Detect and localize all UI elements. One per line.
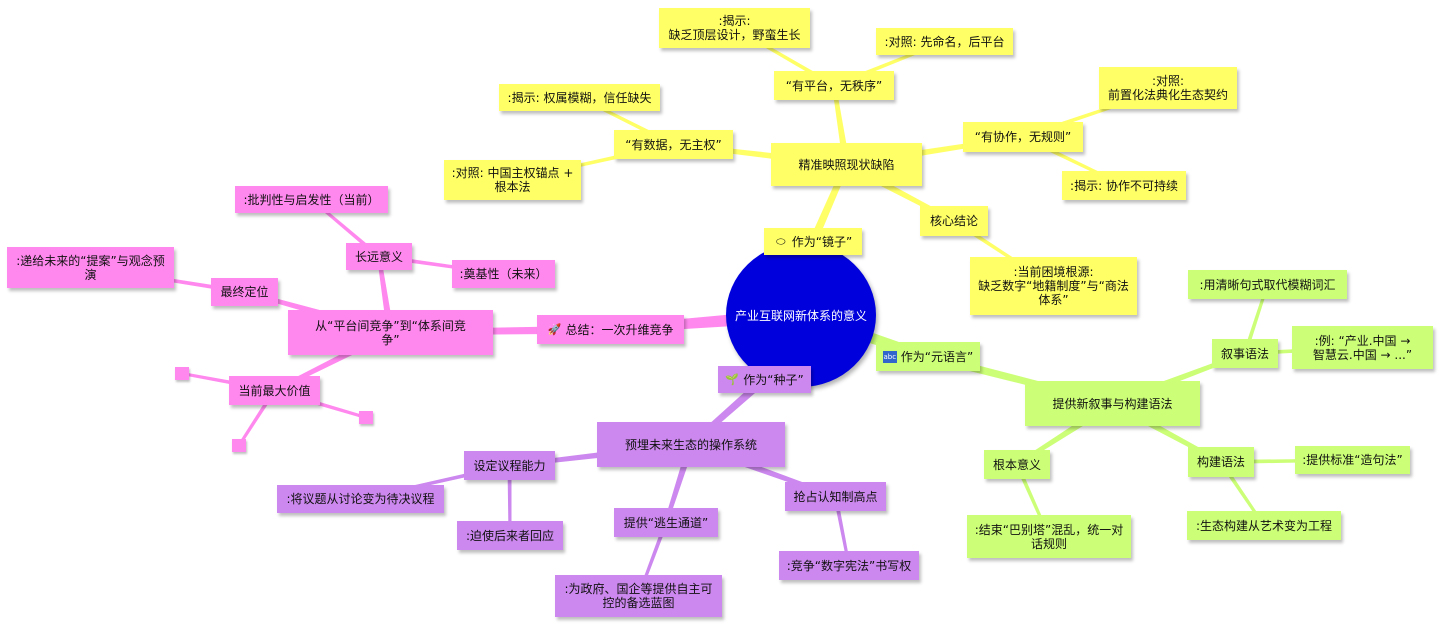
note-agenda-b[interactable]: :迫使后来者回应	[457, 521, 563, 550]
connector-construct-b	[1219, 460, 1266, 527]
empty-node-3[interactable]	[359, 411, 373, 424]
note-fundamental-a[interactable]: :结束“巴别塔”混乱，统一对 话规则	[967, 515, 1131, 558]
note-agenda-a[interactable]: :将议题从讨论变为待决议程	[277, 485, 444, 513]
note-root-cause[interactable]: :当前困境根源: 缺乏数字“地籍制度”与“商法 体系”	[970, 257, 1137, 315]
note-narrative-b[interactable]: :例: “产业.中国 → 智慧云.中国 → ...”	[1292, 326, 1433, 369]
topic-escape[interactable]: 提供“逃生通道”	[614, 508, 718, 537]
branch-seed[interactable]: 🌱作为“种子”	[718, 366, 811, 393]
rocket-icon: 🚀	[547, 322, 562, 336]
topic-agenda[interactable]: 设定议程能力	[464, 451, 555, 480]
topic-current-value[interactable]: 当前最大价值	[229, 376, 320, 405]
branch-summary[interactable]: 🚀总结：一次升维竞争	[537, 315, 684, 344]
topic-no-owner[interactable]: “有数据，无主权”	[614, 130, 733, 159]
note-escape-a[interactable]: :为政府、国企等提供自主可 控的备选蓝图	[555, 575, 722, 617]
topic-no-order[interactable]: “有平台，无秩序”	[774, 71, 894, 100]
note-high-ground-a[interactable]: :竞争“数字宪法”书写权	[779, 551, 919, 580]
branch-mirror-label: 作为“镜子”	[791, 234, 853, 249]
branch-summary-label: 总结：一次升维竞争	[565, 322, 674, 337]
note-critical[interactable]: :批判性与启发性（当前）	[235, 186, 388, 213]
note-no-rules-reveal[interactable]: :揭示: 协作不可持续	[1062, 171, 1186, 200]
note-proposal[interactable]: :递给未来的“提案”与观念预 演	[7, 247, 174, 288]
mirror-icon: ⬭	[776, 234, 786, 248]
note-no-owner-contrast[interactable]: :对照: 中国主权锚点 + 根本法	[444, 160, 581, 200]
topic-longterm[interactable]: 长远意义	[346, 243, 412, 270]
connector-narrative-a	[1243, 284, 1269, 355]
topic-fundamental[interactable]: 根本意义	[984, 450, 1050, 479]
topic-mirror-main[interactable]: 精准映照现状缺陷	[771, 143, 922, 186]
note-no-rules-contrast[interactable]: :对照: 前置化法典化生态契约	[1099, 67, 1237, 109]
topic-seed-main[interactable]: 预埋未来生态的操作系统	[597, 422, 785, 467]
topic-summary-main[interactable]: 从“平台间竞争”到“体系间竞 争”	[288, 310, 493, 355]
topic-final[interactable]: 最终定位	[211, 278, 278, 306]
note-narrative-a[interactable]: :用清晰句式取代模糊词汇	[1188, 270, 1347, 299]
branch-seed-label: 作为“种子”	[743, 372, 804, 387]
sprout-icon: 🌱	[725, 372, 740, 386]
topic-no-rules[interactable]: “有协作，无规则”	[963, 122, 1083, 152]
abc-icon: abc	[882, 350, 897, 363]
topic-meta-main[interactable]: 提供新叙事与构建语法	[1025, 381, 1200, 426]
note-no-owner-reveal[interactable]: :揭示: 权属模糊，信任缺失	[499, 84, 660, 111]
note-construct-a[interactable]: :提供标准“造句法”	[1295, 446, 1410, 474]
branch-meta-label: 作为“元语言”	[900, 349, 974, 364]
connector-high-ground-a	[833, 496, 851, 566]
empty-node-2[interactable]	[232, 439, 246, 452]
note-construct-b[interactable]: :生态构建从艺术变为工程	[1187, 511, 1341, 540]
branch-mirror[interactable]: ⬭ 作为“镜子”	[764, 228, 862, 255]
note-foundation[interactable]: :奠基性（未来）	[452, 260, 555, 288]
empty-node-1[interactable]	[175, 367, 189, 380]
note-no-order-contrast[interactable]: :对照: 先命名，后平台	[876, 28, 1013, 55]
central-topic[interactable]: 产业互联网新体系的意义	[726, 243, 876, 387]
topic-conclusion[interactable]: 核心结论	[920, 206, 988, 236]
note-no-order-reveal[interactable]: :揭示: 缺乏顶层设计，野蛮生长	[659, 8, 810, 48]
topic-construct[interactable]: 构建语法	[1188, 447, 1254, 477]
topic-narrative[interactable]: 叙事语法	[1212, 339, 1278, 368]
connector-agenda-b	[507, 465, 512, 536]
topic-high-ground[interactable]: 抢占认知制高点	[785, 482, 886, 511]
